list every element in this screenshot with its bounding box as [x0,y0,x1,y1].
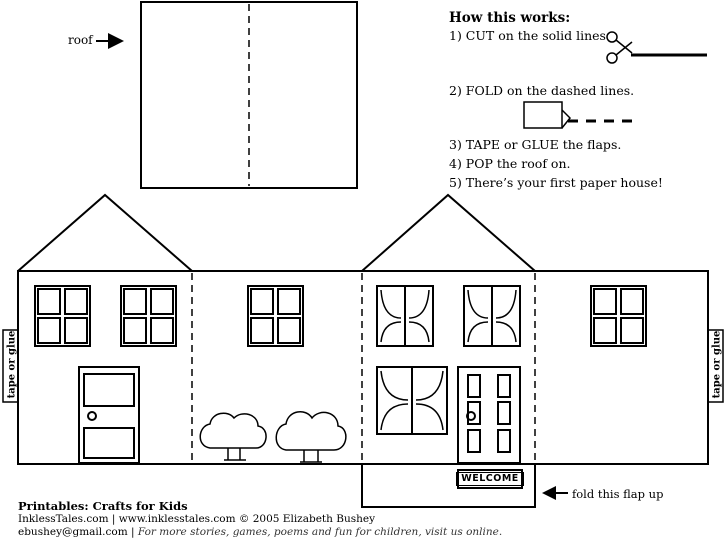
footer-separator: | [127,526,138,538]
bottom-flap [361,464,536,508]
right-gable [361,193,536,272]
window-left-2 [120,285,177,347]
door-left [78,366,140,464]
bush-2 [275,411,347,463]
window-middle [247,285,304,347]
footer-title: Printables: Crafts for Kids [18,499,188,513]
window-left-1 [34,285,91,347]
footer-contact: ebushey@gmail.com | For more stories, ga… [18,526,502,538]
roof-piece [140,1,358,189]
fold-flap-label: fold this flap up [572,487,664,501]
tape-tab-left [2,329,19,403]
tape-glue-label-left: tape or glue [6,330,18,399]
fold-paper-icon [523,101,572,129]
step-fold: 2) FOLD on the dashed lines. [449,83,635,98]
welcome-sign: WELCOME [456,469,524,489]
left-gable [17,193,193,272]
footer-credit: InklessTales.com | www.inklesstales.com … [18,513,375,525]
curtain-window-2 [463,285,521,347]
step-done: 5) There’s your first paper house! [449,175,663,190]
curtain-window-3 [376,366,448,435]
arrow-right-icon [96,33,124,49]
instructions-title: How this works: [449,10,571,26]
welcome-text: WELCOME [456,472,524,486]
footer-email: ebushey@gmail.com [18,526,128,538]
footer-tagline: For more stories, games, poems and fun f… [137,526,503,538]
bush-1 [199,412,267,461]
tape-glue-label-right: tape or glue [711,330,723,399]
roof-label: roof [68,33,93,47]
arrow-left-icon [542,486,568,500]
step-tape: 3) TAPE or GLUE the flaps. [449,137,622,152]
step-pop: 4) POP the roof on. [449,156,571,171]
tape-tab-right [707,329,724,403]
step-cut: 1) CUT on the solid lines [449,28,606,43]
scissors-icon [606,31,633,64]
window-right [590,285,647,347]
front-door [457,366,521,464]
curtain-window-1 [376,285,434,347]
